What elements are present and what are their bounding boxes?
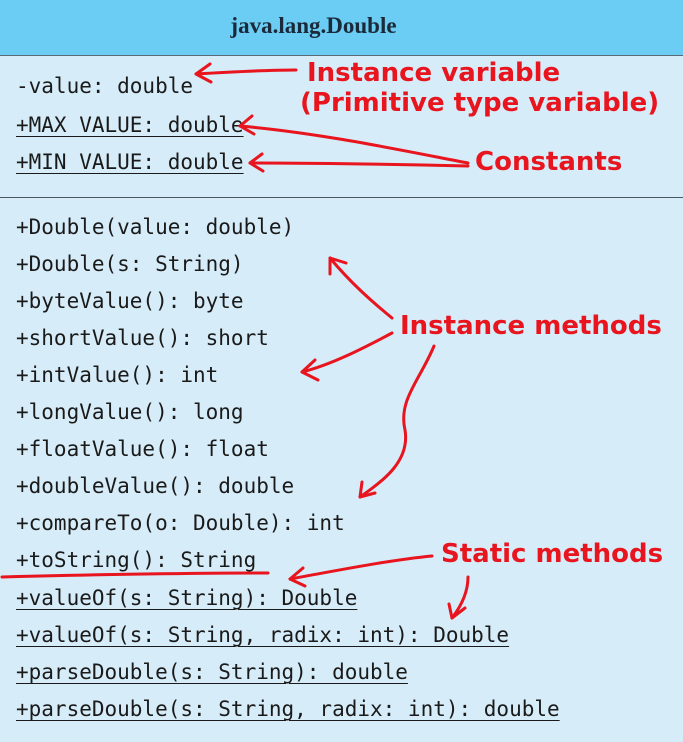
field-value: -value: double [16, 74, 194, 98]
annotation-instance-variable: Instance variable [307, 58, 561, 88]
method-value-of: +valueOf(s: String): Double [16, 586, 358, 610]
field-max-value: +MAX_VALUE: double [16, 113, 244, 137]
arrow-instance-int [300, 331, 394, 374]
arrowhead-instance-double-value [358, 480, 377, 499]
method-long-value: +longValue(): long [16, 400, 244, 424]
arrow-static-to-string [288, 554, 434, 581]
method-to-string: +toString(): String [16, 548, 257, 572]
annotation-static-methods: Static methods [441, 539, 664, 569]
arrow-instance-double-value [358, 344, 436, 499]
method-value-of-radix: +valueOf(s: String, radix: int): Double [16, 623, 510, 647]
annotation-constants: Constants [475, 147, 623, 177]
arrowhead-static-value-of [447, 602, 467, 620]
arrow-static-value-of [450, 575, 470, 620]
class-header: java.lang.Double [0, 0, 683, 56]
field-min-value: +MIN_VALUE: double [16, 150, 244, 174]
method-double-string-ctor: +Double(s: String) [16, 252, 244, 276]
section-divider [0, 197, 683, 198]
arrow-instance-variable [194, 68, 298, 76]
method-double-value-ctor: +Double(value: double) [16, 215, 295, 239]
method-short-value: +shortValue(): short [16, 326, 269, 350]
method-int-value: +intValue(): int [16, 363, 219, 387]
method-parse-double: +parseDouble(s: String): double [16, 660, 408, 684]
annotation-instance-methods: Instance methods [400, 311, 662, 341]
arrow-instance-double [328, 256, 394, 320]
method-byte-value: +byteValue(): byte [16, 289, 244, 313]
arrowhead-constants-min [248, 152, 265, 173]
strike-line-to-string [0, 571, 270, 579]
arrowhead-instance-int [300, 358, 320, 382]
arrow-constants-max [238, 124, 470, 165]
class-name: java.lang.Double [230, 12, 397, 38]
arrowhead-instance-variable [194, 62, 213, 84]
method-float-value: +floatValue(): float [16, 437, 269, 461]
arrowhead-static-to-string [288, 566, 307, 588]
annotation-primitive-type: (Primitive type variable) [300, 88, 660, 118]
method-double-value: +doubleValue(): double [16, 474, 295, 498]
arrowhead-instance-double [328, 256, 348, 276]
arrow-constants-min [248, 161, 470, 168]
method-compare-to: +compareTo(o: Double): int [16, 511, 345, 535]
method-parse-double-radix: +parseDouble(s: String, radix: int): dou… [16, 697, 560, 721]
